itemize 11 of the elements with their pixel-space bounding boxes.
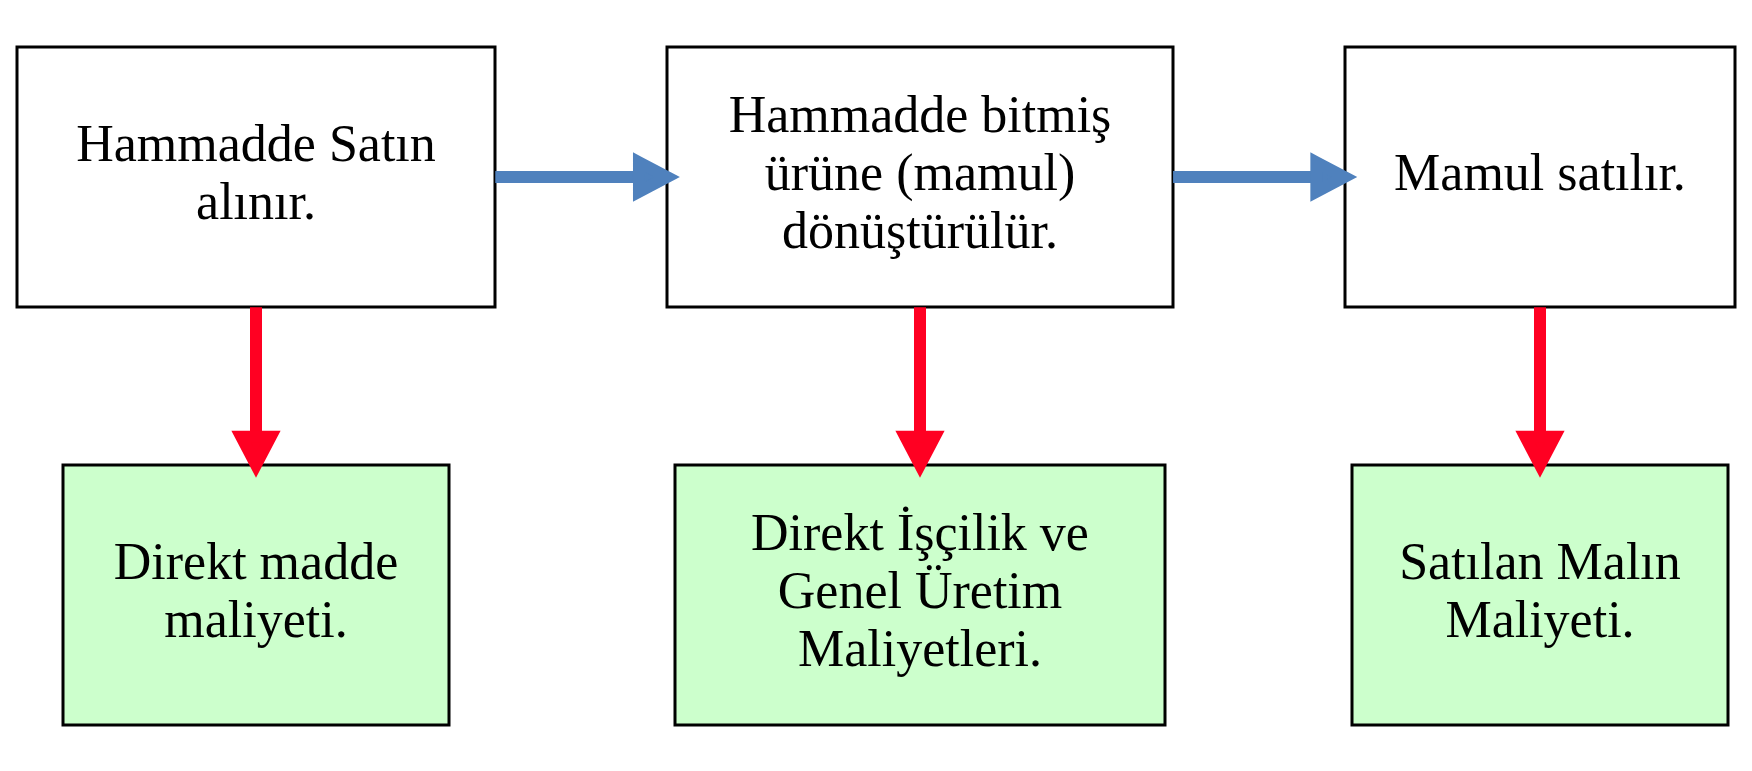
node-box: Direkt İşçilik ve Genel Üretim Maliyetleri. bbox=[673, 463, 1167, 726]
arrow bbox=[231, 306, 281, 478]
node-box: Hammadde bitmiş ürüne (mamul) dönüştürülür. bbox=[665, 45, 1175, 308]
arrow bbox=[495, 151, 680, 202]
node-box: Mamul satılır. bbox=[1343, 45, 1737, 308]
arrow bbox=[1173, 151, 1358, 202]
node-box: Hammadde Satın alınır. bbox=[15, 45, 497, 308]
arrow bbox=[1515, 306, 1565, 478]
node-box: Direkt madde maliyeti. bbox=[61, 463, 451, 726]
node-box: Satılan Malın Maliyeti. bbox=[1350, 463, 1730, 726]
arrow bbox=[895, 306, 945, 478]
